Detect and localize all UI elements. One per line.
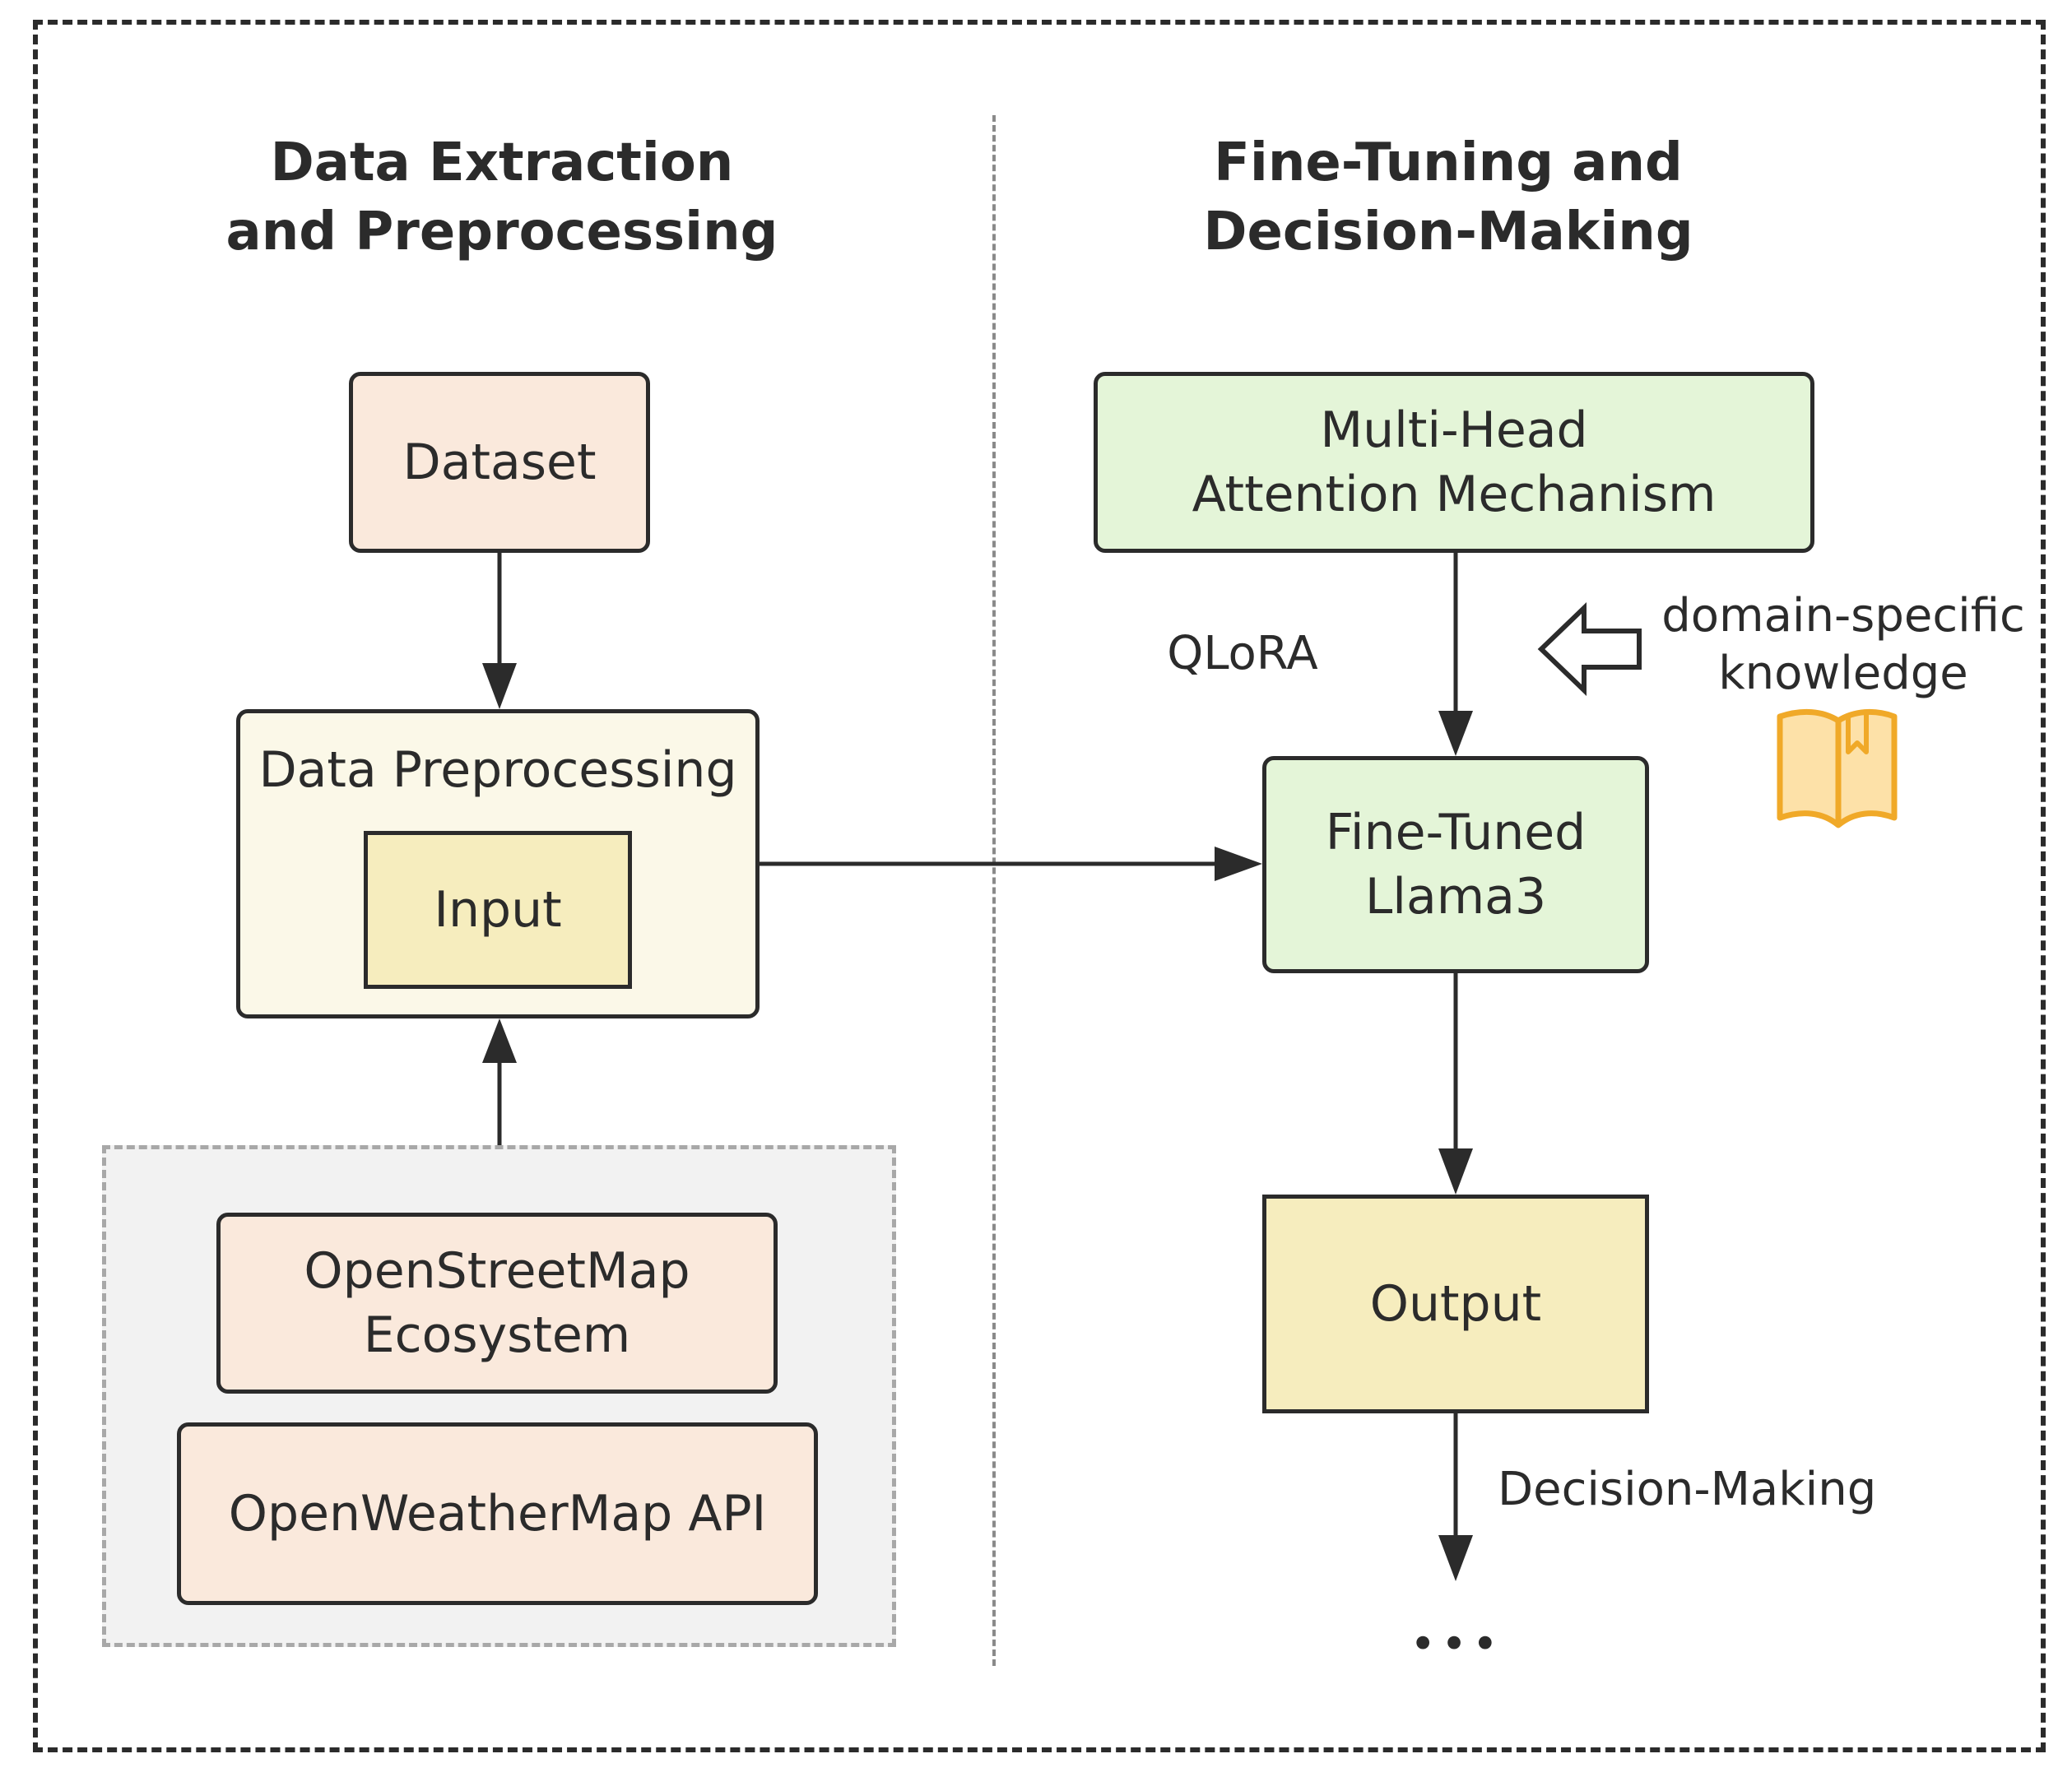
right-section-heading: Fine-Tuning and Decision-Making [1119, 128, 1777, 267]
left-section-heading: Data Extraction and Preprocessing [165, 128, 839, 267]
output-box: Output [1262, 1195, 1649, 1413]
input-box: Input [364, 831, 632, 989]
arrow-sources-to-input [482, 1018, 517, 1145]
dataset-box: Dataset [349, 372, 650, 553]
continuation-ellipsis: ••• [1410, 1618, 1503, 1670]
attention-label-line-1: Multi-Head [1320, 401, 1588, 459]
diagram-frame [33, 20, 2046, 1752]
owm-label: OpenWeatherMap API [228, 1485, 767, 1543]
left-heading-line-1: Data Extraction [270, 132, 734, 193]
attention-mechanism-box: Multi-Head Attention Mechanism [1094, 372, 1814, 553]
openstreetmap-box: OpenStreetMap Ecosystem [216, 1213, 778, 1394]
knowledge-label-line-1: domain-specific [1661, 589, 2025, 643]
data-preprocessing-label: Data Preprocessing [258, 741, 737, 799]
arrow-output-to-decision [1438, 1413, 1473, 1581]
osm-label-line-2: Ecosystem [363, 1306, 631, 1364]
dataset-label: Dataset [402, 434, 597, 491]
domain-knowledge-label: domain-specific knowledge [1654, 587, 2033, 703]
decision-making-label: Decision-Making [1498, 1463, 1877, 1516]
fine-tuned-llama-box: Fine-Tuned Llama3 [1262, 756, 1649, 973]
arrow-llama-to-output [1438, 973, 1473, 1195]
left-heading-line-2: and Preprocessing [225, 202, 778, 262]
section-divider [992, 115, 996, 1666]
attention-label-line-2: Attention Mechanism [1192, 466, 1717, 523]
output-label: Output [1369, 1275, 1542, 1333]
osm-label-line-1: OpenStreetMap [304, 1242, 690, 1300]
right-heading-line-1: Fine-Tuning and [1214, 132, 1683, 193]
input-label: Input [434, 881, 562, 939]
knowledge-label-line-2: knowledge [1718, 647, 1968, 700]
arrow-dataset-to-preprocessing [482, 553, 517, 709]
arrow-preprocessing-to-llama [760, 847, 1262, 881]
llama-label-line-1: Fine-Tuned [1325, 804, 1587, 861]
hollow-left-arrow-icon [1537, 601, 1642, 697]
book-icon [1777, 708, 1898, 828]
arrow-attention-to-llama [1438, 553, 1473, 756]
openweathermap-box: OpenWeatherMap API [177, 1422, 818, 1605]
right-heading-line-2: Decision-Making [1203, 202, 1693, 262]
qlora-label: QLoRA [1167, 627, 1318, 680]
llama-label-line-2: Llama3 [1364, 868, 1547, 926]
